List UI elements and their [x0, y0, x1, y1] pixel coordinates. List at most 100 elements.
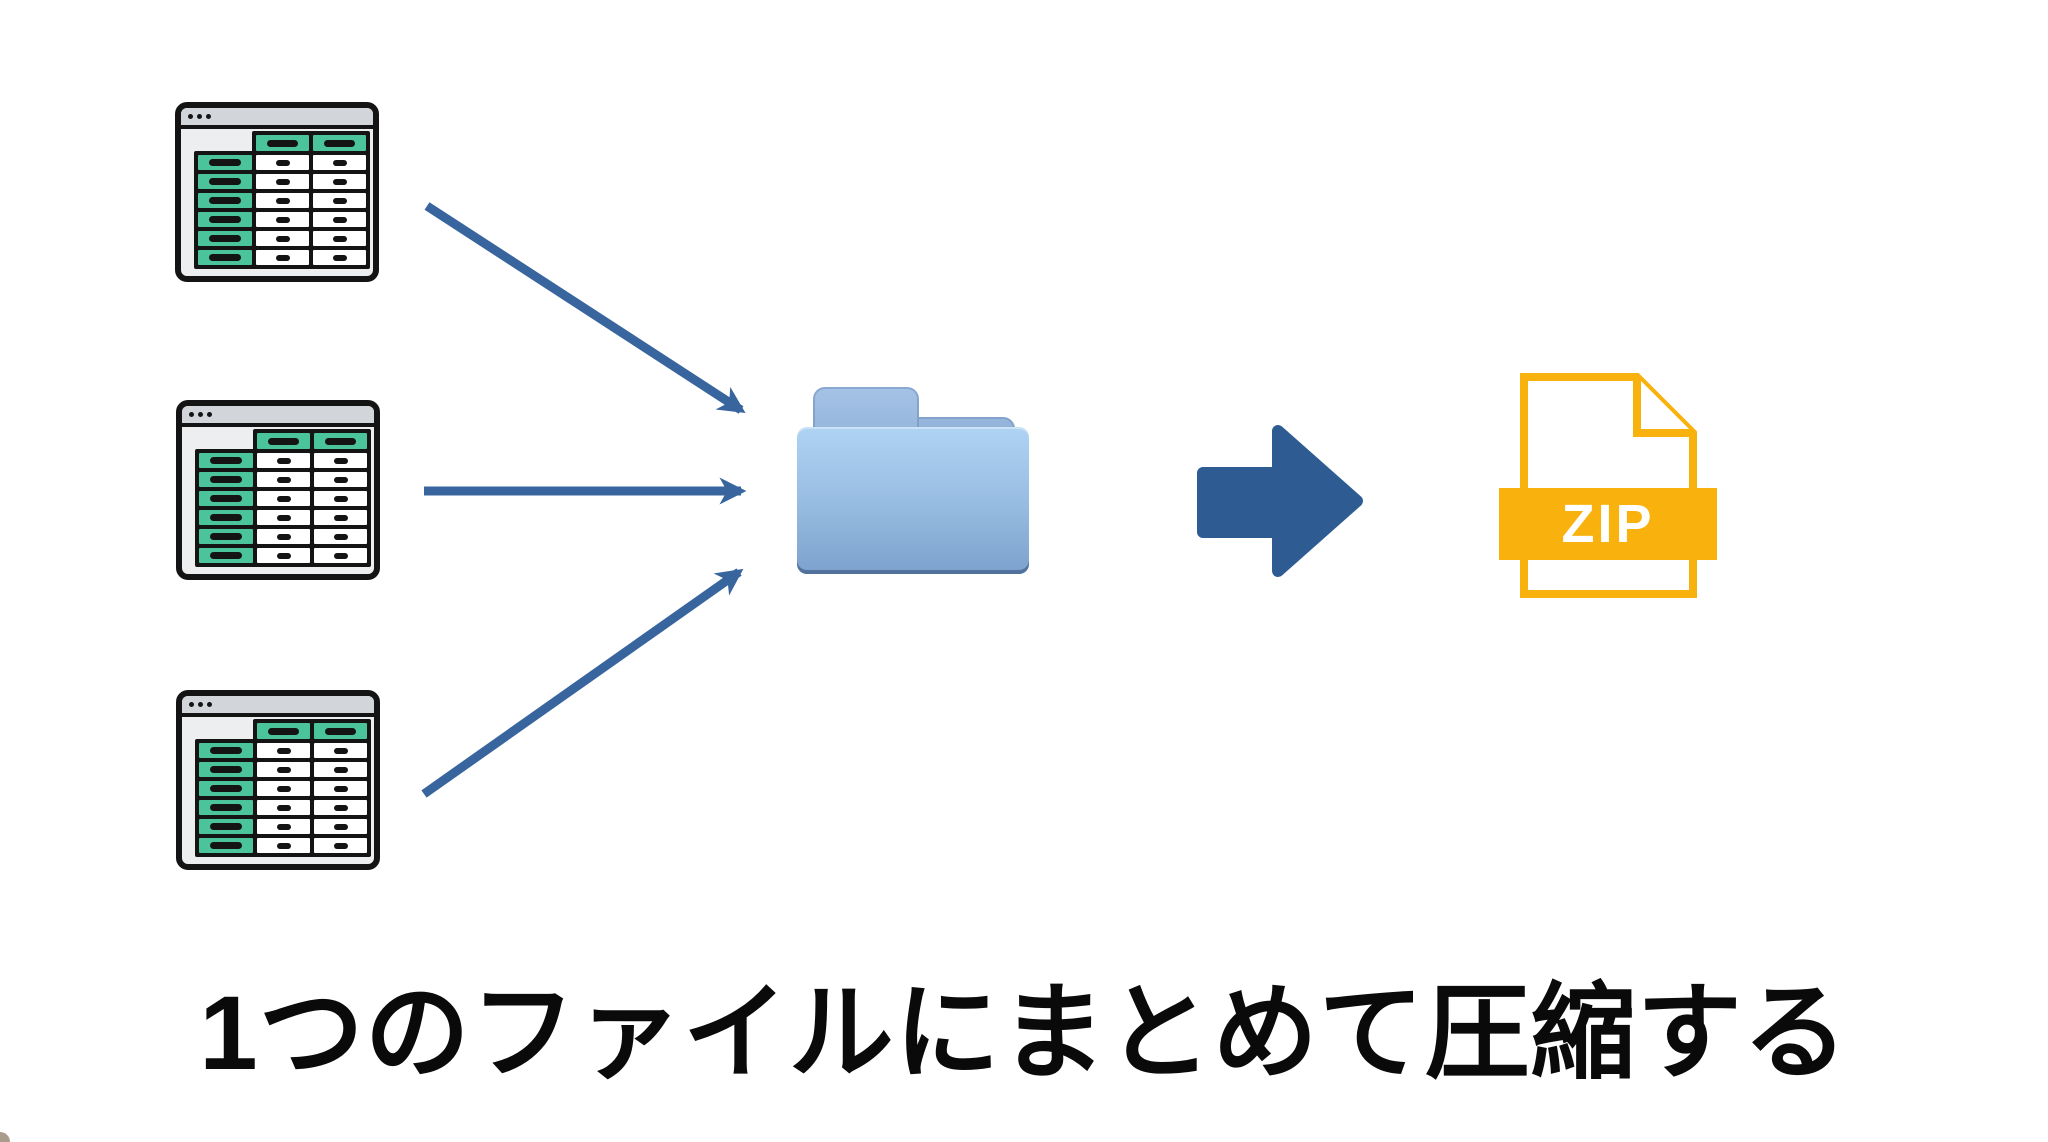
cell-dot-mark — [333, 514, 348, 521]
header-cell — [198, 231, 252, 246]
data-cell — [256, 231, 309, 246]
data-cell — [314, 838, 367, 853]
data-cell — [257, 819, 310, 834]
header-cell — [198, 174, 252, 189]
cell-dot-mark — [275, 178, 290, 185]
data-cell — [314, 762, 367, 777]
data-cell — [256, 212, 309, 227]
data-cell — [256, 174, 309, 189]
data-cell — [314, 743, 367, 758]
cell-dot-mark — [333, 823, 348, 830]
cell-dot-mark — [276, 514, 291, 521]
header-cell — [256, 135, 309, 151]
row-header-column — [194, 151, 256, 269]
cell-dot-mark — [333, 804, 348, 811]
data-cell — [257, 510, 310, 525]
data-cells-grid — [253, 739, 371, 857]
titlebar-dot-icon — [189, 702, 194, 707]
cell-dash-mark — [209, 766, 243, 773]
cell-dash-mark — [209, 823, 243, 830]
cell-dot-mark — [333, 457, 348, 464]
header-cell — [199, 781, 253, 796]
cell-dash-mark — [208, 178, 242, 185]
data-cell — [256, 155, 309, 170]
cell-dash-mark — [208, 216, 242, 223]
data-cell — [313, 212, 366, 227]
cell-dash-mark — [209, 747, 243, 754]
data-cell — [313, 174, 366, 189]
spreadsheet-icon-2 — [176, 400, 380, 580]
data-cell — [313, 250, 366, 265]
cell-dot-mark — [276, 495, 291, 502]
cell-dot-mark — [275, 159, 290, 166]
arrow-top-icon — [424, 202, 746, 414]
cell-dot-mark — [332, 197, 347, 204]
cell-dash-mark — [208, 159, 242, 166]
cell-dash-mark — [209, 804, 243, 811]
titlebar-dot-icon — [197, 114, 202, 119]
titlebar-dot-icon — [188, 114, 193, 119]
cell-dot-mark — [276, 533, 291, 540]
data-cell — [256, 193, 309, 208]
cell-dot-mark — [276, 747, 291, 754]
data-cell — [314, 819, 367, 834]
data-cell — [313, 155, 366, 170]
data-cell — [256, 250, 309, 265]
cell-dash-mark — [267, 437, 300, 445]
header-cell — [314, 723, 367, 739]
data-cell — [257, 743, 310, 758]
cell-dot-mark — [276, 804, 291, 811]
data-cell — [314, 453, 367, 468]
data-cell — [313, 193, 366, 208]
titlebar-dot-icon — [207, 702, 212, 707]
header-cell — [257, 433, 310, 449]
spreadsheet-table — [182, 717, 374, 864]
folder-icon — [797, 387, 1029, 574]
spreadsheet-table — [182, 427, 374, 574]
cell-dot-mark — [332, 216, 347, 223]
data-cell — [314, 800, 367, 815]
header-cell — [199, 800, 253, 815]
data-cell — [314, 781, 367, 796]
cell-dash-mark — [324, 437, 357, 445]
cell-dash-mark — [209, 552, 243, 559]
cell-dot-mark — [276, 476, 291, 483]
header-cell — [199, 510, 253, 525]
titlebar-dot-icon — [189, 412, 194, 417]
cell-dot-mark — [276, 785, 291, 792]
cell-dash-mark — [209, 476, 243, 483]
cell-dot-mark — [332, 235, 347, 242]
header-cell — [199, 472, 253, 487]
header-cell — [199, 743, 253, 758]
window-titlebar — [181, 108, 373, 129]
cell-dot-mark — [333, 785, 348, 792]
data-cell — [257, 453, 310, 468]
titlebar-dot-icon — [206, 114, 211, 119]
cell-dot-mark — [332, 178, 347, 185]
cell-dot-mark — [333, 533, 348, 540]
data-cell — [257, 838, 310, 853]
spreadsheet-icon-3 — [176, 690, 380, 870]
arrow-bottom-icon — [421, 568, 744, 798]
cell-dot-mark — [275, 235, 290, 242]
data-cell — [257, 529, 310, 544]
data-cell — [257, 548, 310, 563]
zip-label: ZIP — [1561, 494, 1654, 554]
cell-dash-mark — [209, 785, 243, 792]
spreadsheet-icon-1 — [175, 102, 379, 282]
cell-dot-mark — [275, 254, 290, 261]
data-cell — [257, 800, 310, 815]
cell-dot-mark — [276, 766, 291, 773]
window-titlebar — [182, 696, 374, 717]
data-cell — [257, 781, 310, 796]
cell-dash-mark — [209, 842, 243, 849]
cell-dot-mark — [276, 823, 291, 830]
cell-dot-mark — [276, 552, 291, 559]
zip-banner — [1499, 488, 1717, 560]
cell-dash-mark — [209, 514, 243, 521]
cell-dot-mark — [333, 766, 348, 773]
cell-dot-mark — [333, 747, 348, 754]
caption-text: 1つのファイルにまとめて圧縮する — [199, 975, 1849, 1092]
titlebar-dot-icon — [207, 412, 212, 417]
